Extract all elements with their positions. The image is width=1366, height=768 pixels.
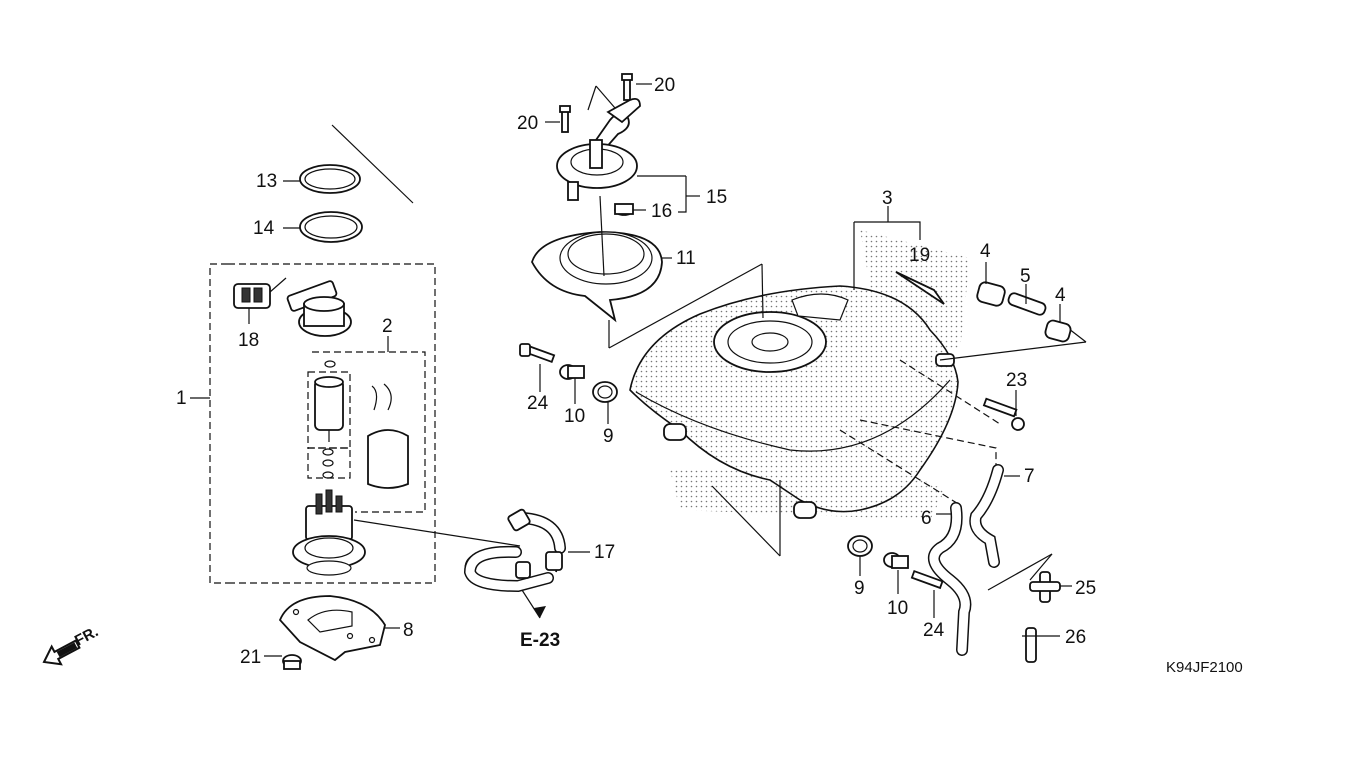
callout-18: 18	[238, 330, 259, 351]
bolt-20-right	[621, 73, 633, 101]
callout-14: 14	[253, 218, 275, 239]
callout-25: 25	[1075, 578, 1096, 599]
reference-e23: E-23	[520, 630, 560, 651]
callout-4a: 4	[980, 241, 991, 262]
fuel-pump-group	[190, 124, 436, 670]
fuel-cap-group	[531, 73, 700, 323]
callout-10b: 10	[887, 598, 908, 619]
callout-9a: 9	[603, 426, 614, 447]
connector-18	[233, 277, 287, 324]
callout-24a: 24	[527, 393, 549, 414]
callout-labels: 1 2 3 4 4 5 6 7 8 9 9 10 10 11 13 14 15 …	[72, 75, 1243, 676]
bolt-20-left	[559, 105, 571, 133]
callout-8: 8	[403, 620, 414, 641]
callout-11: 11	[676, 248, 696, 269]
tank-leaders	[608, 206, 1087, 557]
callout-10a: 10	[564, 406, 585, 427]
fuel-tank-3	[629, 230, 970, 520]
callout-20b: 20	[654, 75, 675, 96]
gasket-plate-8	[278, 595, 400, 662]
nut-21	[264, 654, 302, 670]
callout-24b: 24	[923, 620, 945, 641]
diagram-code: K94JF2100	[1166, 659, 1243, 676]
callout-15: 15	[706, 187, 727, 208]
pump-top-flange	[286, 280, 352, 337]
callout-26: 26	[1065, 627, 1086, 648]
callout-6: 6	[921, 508, 932, 529]
fuel-hose-17	[353, 508, 590, 619]
callout-23: 23	[1006, 370, 1027, 391]
callout-17: 17	[594, 542, 615, 563]
callout-2: 2	[382, 316, 393, 337]
callout-4b: 4	[1055, 285, 1066, 306]
callout-5: 5	[1020, 266, 1031, 287]
callout-16: 16	[651, 201, 672, 222]
callout-1: 1	[176, 388, 187, 409]
callout-3: 3	[882, 188, 893, 209]
callout-13: 13	[256, 171, 277, 192]
pump-motor	[314, 376, 344, 442]
callout-19: 19	[909, 245, 930, 266]
callout-21: 21	[240, 647, 261, 668]
callout-20a: 20	[517, 113, 538, 134]
pump-base	[292, 489, 366, 576]
front-arrow-icon	[42, 639, 81, 666]
strainer-cover	[367, 383, 409, 489]
callout-7: 7	[1024, 466, 1035, 487]
gasket-11	[531, 231, 672, 323]
callout-9b: 9	[854, 578, 865, 599]
small-parts	[519, 262, 1072, 663]
